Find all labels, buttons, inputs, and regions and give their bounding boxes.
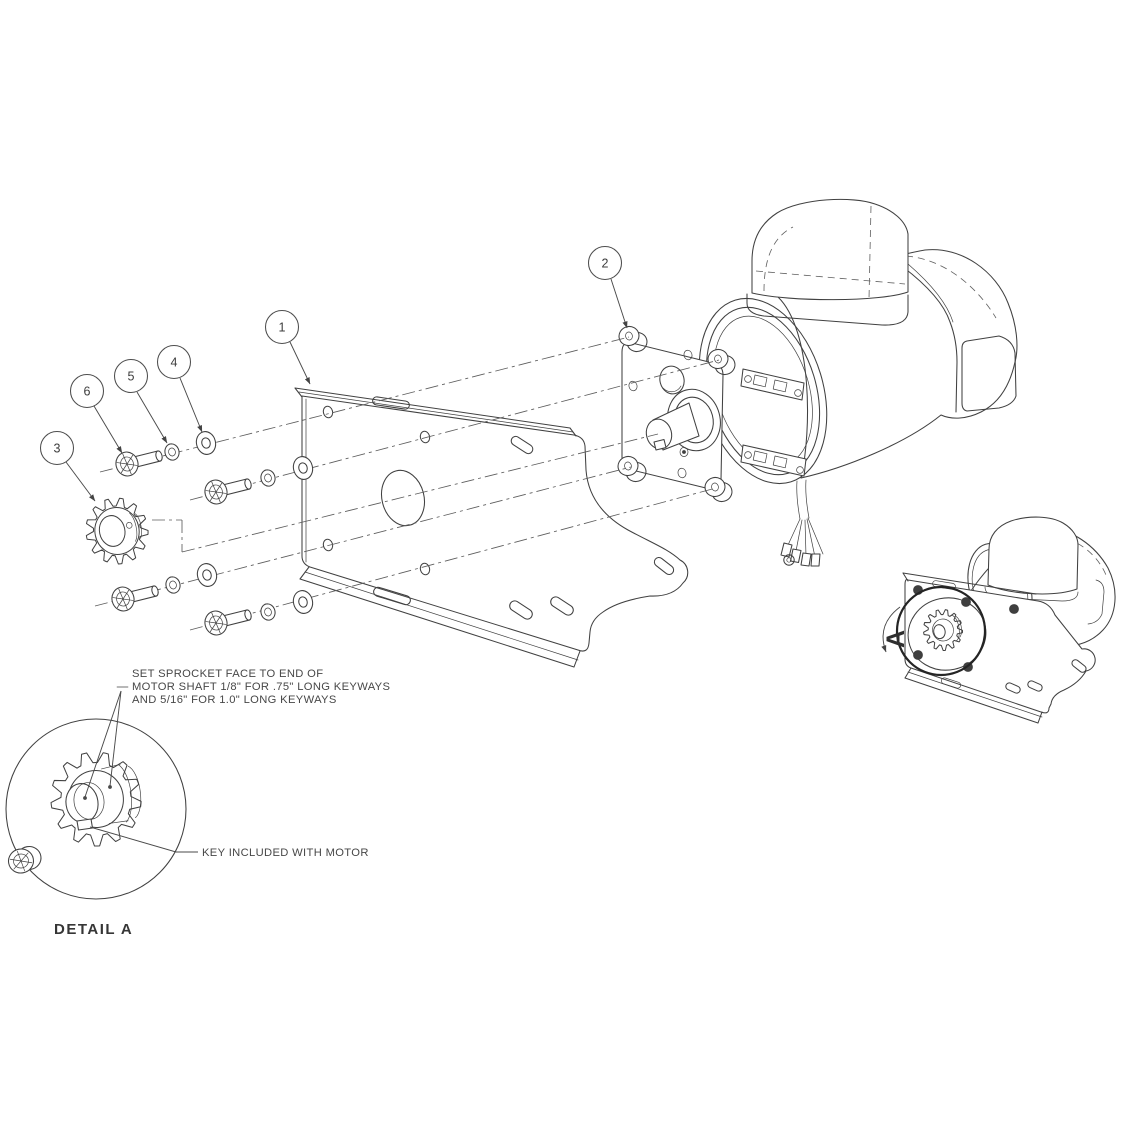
lock-washer (260, 603, 276, 621)
balloon-5 (113, 358, 149, 394)
flat-washer (292, 590, 314, 614)
gearmotor (617, 198, 1018, 567)
balloon-3-number: 3 (54, 442, 61, 456)
sprocket-note-line3: AND 5/16" FOR 1.0" LONG KEYWAYS (132, 694, 337, 706)
flange-bolt (115, 450, 163, 477)
detail-boundary-circle (5, 718, 187, 900)
balloon-1-number: 1 (279, 321, 286, 335)
wire-harness (780, 479, 824, 567)
flat-washer (196, 563, 218, 587)
balloon-3 (39, 430, 75, 466)
junction-box (746, 198, 909, 326)
detail-a-label: DETAIL A (54, 921, 133, 938)
flange-bolt (204, 609, 252, 636)
balloon-4 (156, 344, 192, 380)
motor-key (76, 818, 94, 831)
assembled-screws (913, 585, 1019, 672)
balloon-1 (264, 309, 300, 345)
flange-bolt (111, 585, 159, 612)
balloon-6 (69, 373, 105, 409)
sprocket-note-line1: SET SPROCKET FACE TO END OF (132, 668, 323, 680)
motor-mount-bars (740, 368, 807, 477)
balloon-5-number: 5 (128, 370, 135, 384)
detail-bolt (7, 845, 42, 874)
balloon-2-number: 2 (602, 257, 609, 271)
detail-a-arrow (881, 606, 901, 653)
balloon-4-number: 4 (171, 356, 178, 370)
flat-washer (195, 431, 217, 455)
flat-washer (292, 456, 314, 480)
detail-a-view (5, 686, 198, 900)
output-shaft (645, 388, 721, 457)
detail-a-circle (895, 585, 987, 677)
detail-a-marker: A (882, 630, 910, 648)
lock-washer (165, 576, 181, 594)
balloon-6-number: 6 (84, 385, 91, 399)
assembled-sprocket (923, 609, 964, 652)
centerlines (94, 336, 720, 631)
flange-bolt (204, 478, 252, 505)
annotations: SET SPROCKET FACE TO END OF MOTOR SHAFT … (54, 668, 390, 938)
lock-washer (164, 443, 180, 461)
balloon-2 (587, 245, 623, 281)
chain-sprocket (85, 497, 149, 565)
lock-washer (260, 469, 276, 487)
callout-balloons: 1 2 3 4 5 6 (39, 245, 628, 502)
mounting-plate (294, 387, 689, 668)
assembled-view: A (881, 516, 1116, 724)
hardware-fasteners (111, 431, 314, 636)
key-note: KEY INCLUDED WITH MOTOR (202, 847, 369, 859)
sprocket-note-line2: MOTOR SHAFT 1/8" FOR .75" LONG KEYWAYS (132, 681, 390, 693)
